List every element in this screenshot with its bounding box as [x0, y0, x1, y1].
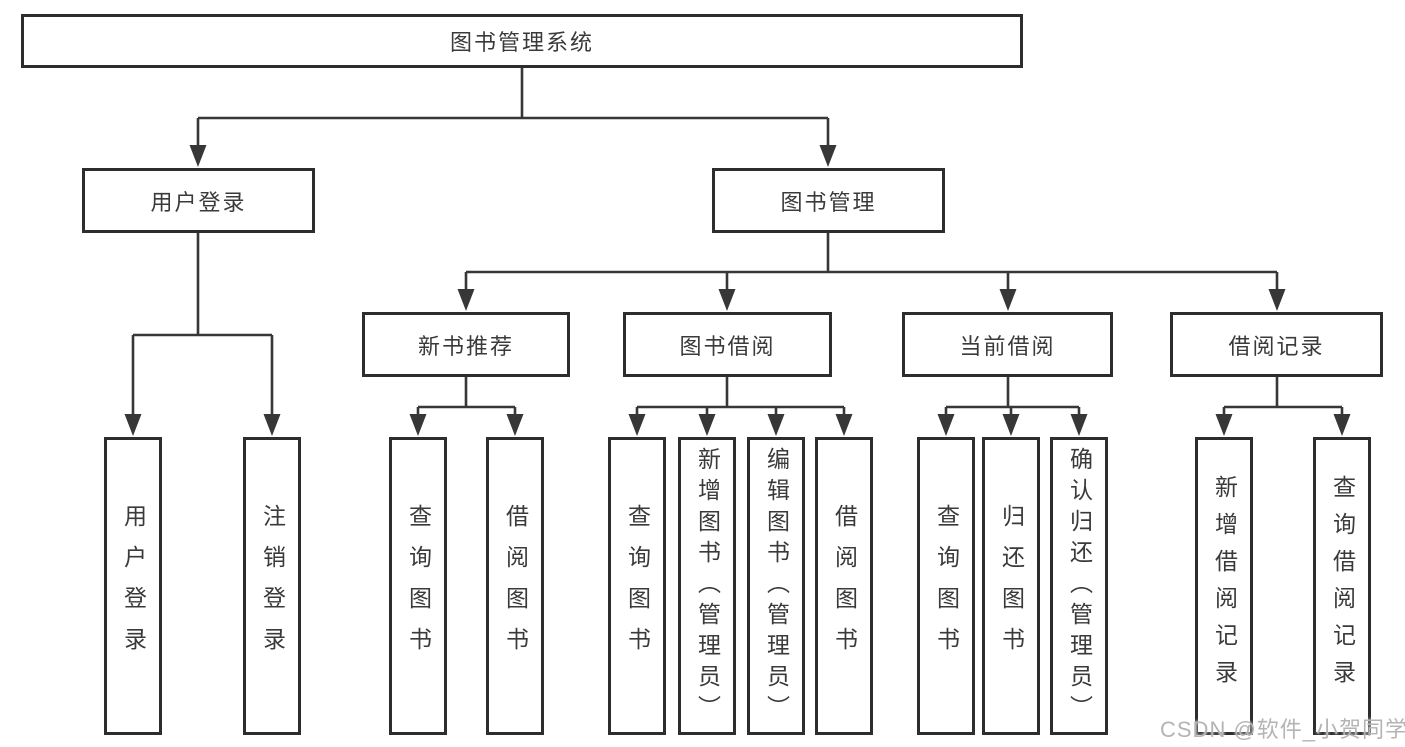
leaf-return-books: 归还图书: [982, 437, 1040, 735]
node-borrow-records: 借阅记录: [1170, 312, 1383, 377]
leaf-confirm-return-admin-label: 确认归还（管理员）: [1066, 446, 1093, 726]
leaf-return-books-label: 归还图书: [998, 504, 1025, 668]
leaf-borrow-books-label: 借阅图书: [831, 504, 858, 668]
node-book-management-label: 图书管理: [780, 189, 877, 215]
node-book-borrow: 图书借阅: [623, 312, 832, 377]
node-current-borrow-label: 当前借阅: [959, 333, 1056, 359]
leaf-confirm-return-admin: 确认归还（管理员）: [1050, 437, 1108, 735]
leaf-recommend-query-books-label: 查询图书: [405, 504, 432, 668]
node-book-management: 图书管理: [712, 168, 945, 233]
leaf-add-books-admin: 新增图书（管理员）: [678, 437, 736, 735]
leaf-recommend-borrow-books-label: 借阅图书: [502, 504, 529, 668]
leaf-query-borrow-record-label: 查询借阅记录: [1329, 475, 1356, 697]
node-borrow-records-label: 借阅记录: [1228, 333, 1325, 359]
leaf-query-borrow-record: 查询借阅记录: [1313, 437, 1371, 735]
node-new-book-recommend-label: 新书推荐: [417, 333, 514, 359]
leaf-borrow-query-books-label: 查询图书: [624, 504, 651, 668]
node-book-borrow-label: 图书借阅: [679, 333, 776, 359]
leaf-add-books-admin-label: 新增图书（管理员）: [694, 446, 721, 726]
node-user-login: 用户登录: [82, 168, 315, 233]
node-root: 图书管理系统: [21, 14, 1023, 68]
leaf-logout-label: 注销登录: [259, 504, 286, 668]
leaf-current-query-books-label: 查询图书: [933, 504, 960, 668]
leaf-recommend-borrow-books: 借阅图书: [486, 437, 544, 735]
leaf-logout: 注销登录: [243, 437, 301, 735]
leaf-edit-books-admin: 编辑图书（管理员）: [747, 437, 805, 735]
leaf-borrow-books: 借阅图书: [815, 437, 873, 735]
leaf-recommend-query-books: 查询图书: [389, 437, 447, 735]
node-user-login-label: 用户登录: [150, 189, 247, 215]
leaf-edit-books-admin-label: 编辑图书（管理员）: [763, 446, 790, 726]
node-root-label: 图书管理系统: [449, 30, 594, 55]
leaf-user-login-label: 用户登录: [120, 504, 147, 668]
csdn-watermark: CSDN @软件_小贺同学: [1160, 717, 1405, 742]
leaf-borrow-query-books: 查询图书: [608, 437, 666, 735]
leaf-add-borrow-record: 新增借阅记录: [1195, 437, 1253, 735]
leaf-current-query-books: 查询图书: [917, 437, 975, 735]
leaf-add-borrow-record-label: 新增借阅记录: [1211, 475, 1238, 697]
node-current-borrow: 当前借阅: [902, 312, 1113, 377]
leaf-user-login: 用户登录: [104, 437, 162, 735]
node-new-book-recommend: 新书推荐: [362, 312, 570, 377]
